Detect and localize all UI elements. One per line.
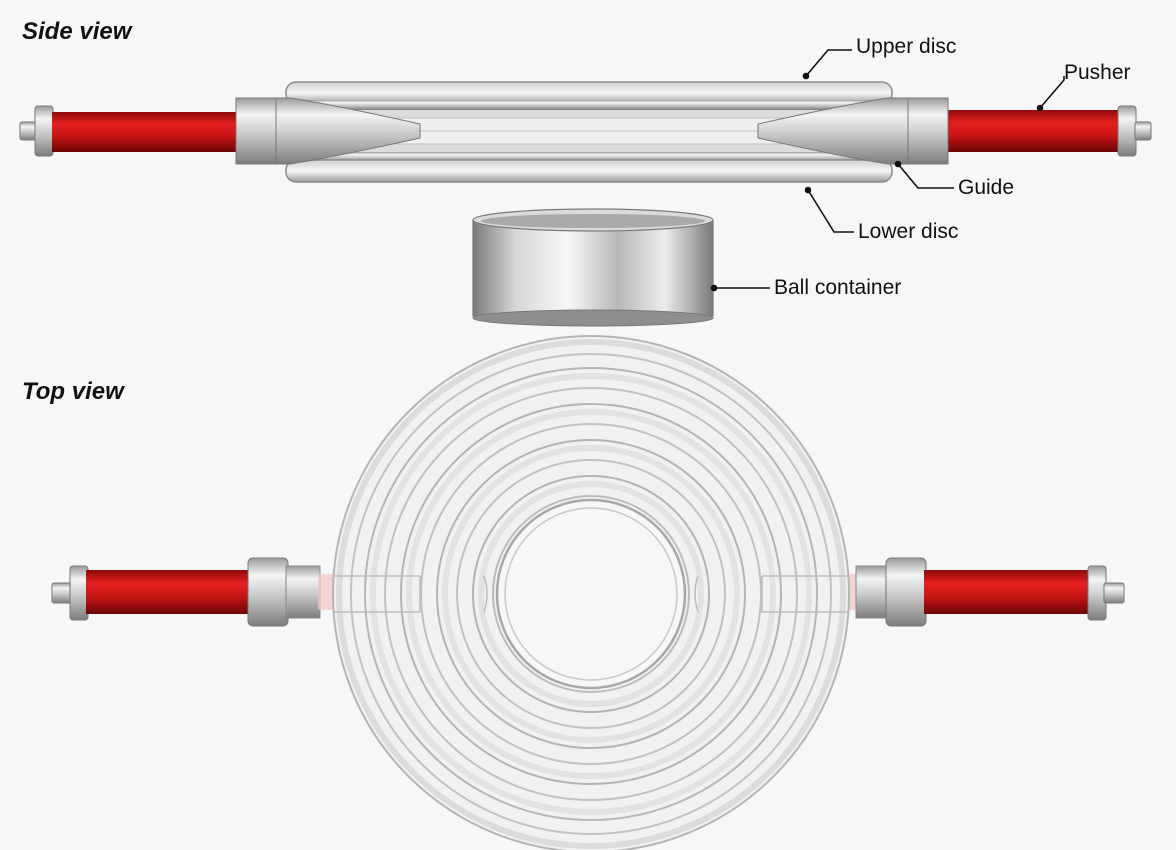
lower-disc (285, 152, 893, 183)
top-right-pusher (826, 557, 1125, 627)
right-pusher (945, 105, 1152, 157)
right-guide (757, 97, 949, 165)
left-guide (235, 97, 421, 165)
pusher-label: Pusher (1064, 61, 1131, 84)
top-left-pusher (51, 557, 350, 627)
side-view-title: Side view (22, 18, 132, 45)
lower-disc-label: Lower disc (858, 220, 959, 243)
ball-container-label: Ball container (774, 276, 902, 299)
callout-lines (710, 49, 1065, 292)
side-view-assembly (19, 49, 1152, 327)
top-view-title: Top view (22, 378, 124, 405)
upper-disc-label: Upper disc (856, 35, 957, 58)
pusher-leader (1039, 76, 1065, 109)
upper-disc (285, 81, 893, 110)
guide-label: Guide (958, 176, 1015, 199)
upper-disc-leader (805, 49, 852, 77)
radial-channels (333, 575, 849, 613)
left-pusher (19, 105, 238, 157)
top-view-assembly (51, 335, 1125, 850)
ball-container (472, 208, 714, 327)
concentric-rings (332, 335, 850, 850)
lower-disc-leader (807, 189, 854, 233)
guide-leader (897, 163, 954, 189)
